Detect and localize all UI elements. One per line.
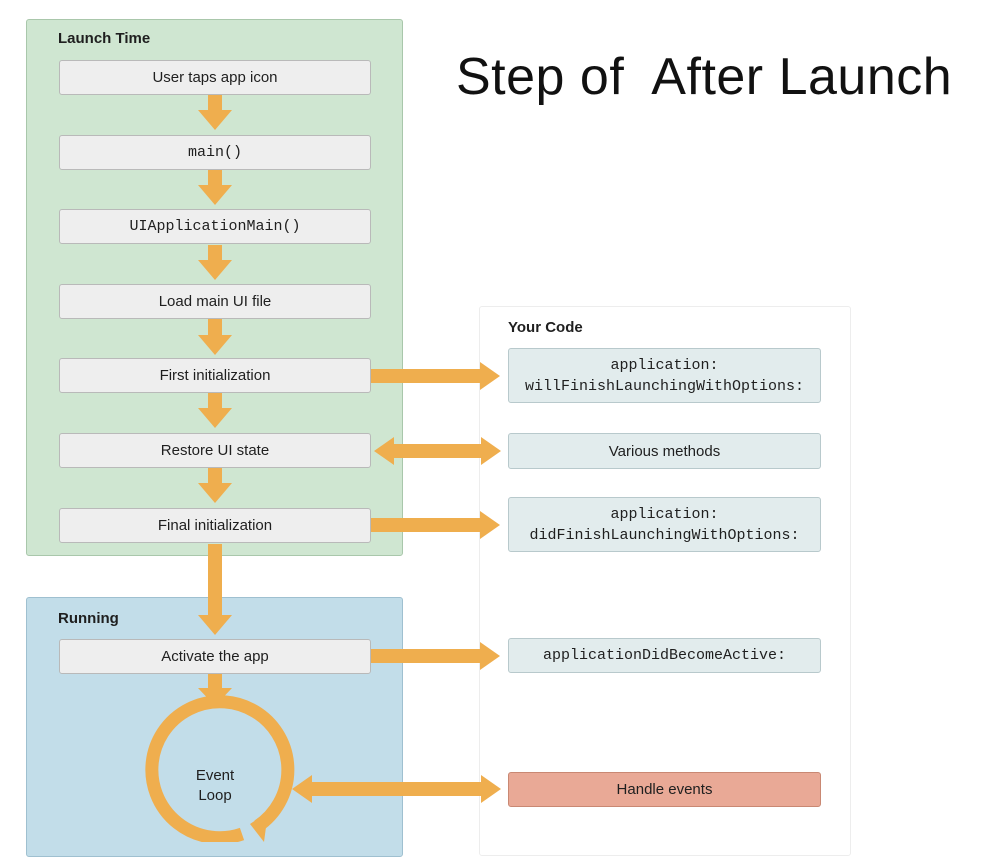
slide-title: Step of After Launch <box>456 48 953 106</box>
arrow-step1-to-step2 <box>198 95 232 130</box>
arrow-step6-to-step7 <box>198 468 232 503</box>
arrow-final-to-activate <box>198 544 232 635</box>
step-restore-ui-state: Restore UI state <box>59 433 371 468</box>
step-final-initialization: Final initialization <box>59 508 371 543</box>
step-load-main-ui-file: Load main UI file <box>59 284 371 319</box>
event-loop-ring <box>145 695 295 842</box>
step-uiapplicationmain: UIApplicationMain() <box>59 209 371 244</box>
arrow-step5-to-step6 <box>198 393 232 428</box>
callback-did-finish-line1: application: <box>610 505 719 523</box>
step-user-taps-app-icon: User taps app icon <box>59 60 371 95</box>
arrow-step4-to-step5 <box>198 318 232 355</box>
callback-did-finish-line2: didFinishLaunchingWithOptions: <box>529 526 800 544</box>
step-first-initialization: First initialization <box>59 358 371 393</box>
callback-did-finish-launching: application: didFinishLaunchingWithOptio… <box>508 497 821 552</box>
running-title: Running <box>58 610 119 627</box>
arrow-loop-handle-double <box>292 775 501 803</box>
event-loop-label: Event Loop <box>165 766 265 806</box>
event-loop-label-line1: Event <box>195 767 235 784</box>
arrow-step2-to-step3 <box>198 169 232 205</box>
handle-events-box: Handle events <box>508 772 821 807</box>
callback-will-finish-line2: willFinishLaunchingWithOptions: <box>524 377 805 395</box>
callback-will-finish-launching: application: willFinishLaunchingWithOpti… <box>508 348 821 403</box>
arrow-restore-various-double <box>374 437 501 465</box>
event-loop-arrowhead <box>250 812 268 842</box>
event-loop-label-line2: Loop <box>198 787 232 804</box>
arrow-activate-to-did-become-active <box>371 642 500 670</box>
step-main: main() <box>59 135 371 170</box>
your-code-title: Your Code <box>508 319 583 336</box>
arrow-activate-to-loop <box>198 674 232 706</box>
step-activate-the-app: Activate the app <box>59 639 371 674</box>
arrow-step3-to-step4 <box>198 245 232 280</box>
callback-will-finish-line1: application: <box>610 356 719 374</box>
callback-various-methods: Various methods <box>508 433 821 469</box>
arrow-first-init-to-will-finish <box>371 362 500 390</box>
callback-did-become-active: applicationDidBecomeActive: <box>508 638 821 673</box>
launch-time-title: Launch Time <box>58 30 151 47</box>
arrow-final-init-to-did-finish <box>371 511 500 539</box>
